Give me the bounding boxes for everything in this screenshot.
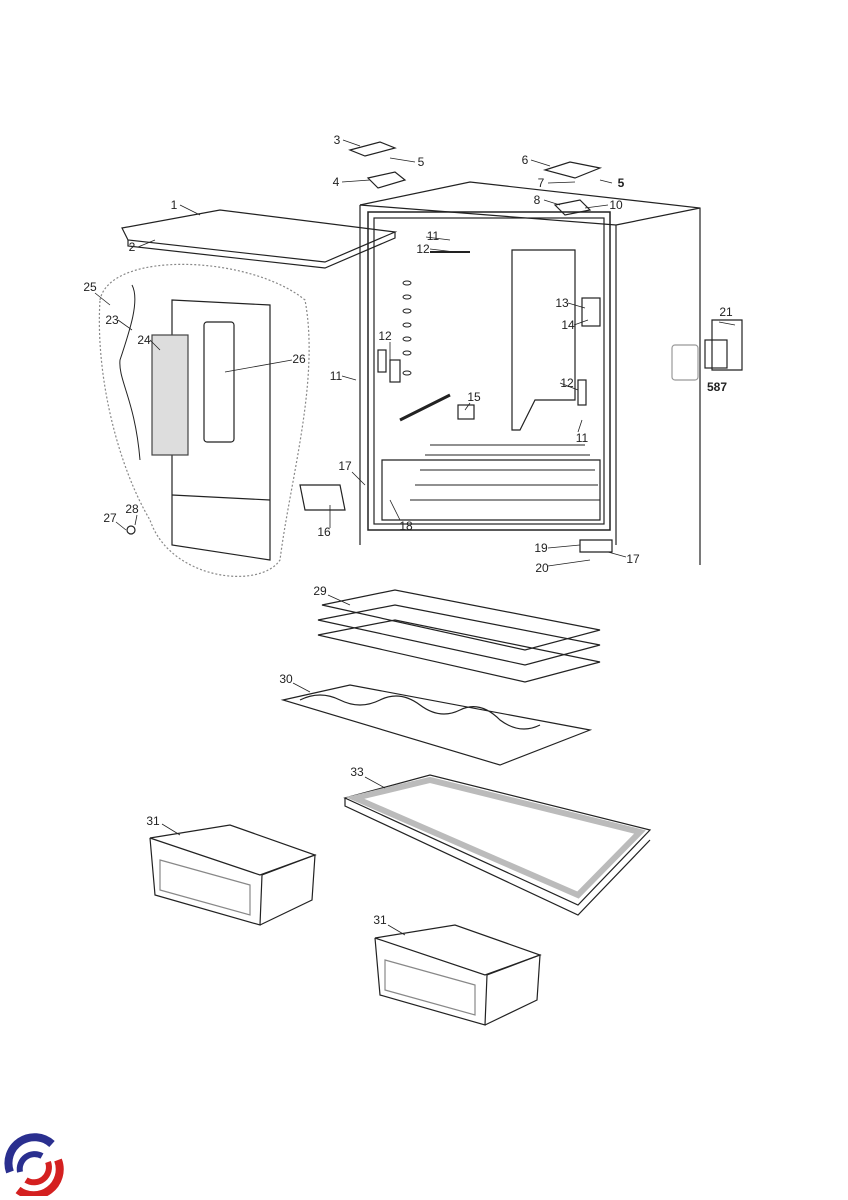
callout-27: 27 bbox=[103, 511, 117, 525]
callout-33: 33 bbox=[350, 765, 364, 779]
callout-25: 25 bbox=[83, 280, 97, 294]
callout-28: 28 bbox=[125, 502, 139, 516]
callout-30: 30 bbox=[279, 672, 293, 686]
callout-16: 16 bbox=[317, 525, 331, 539]
crisper-cover bbox=[343, 774, 652, 916]
callout-8: 8 bbox=[533, 193, 541, 207]
callout-14: 14 bbox=[561, 318, 575, 332]
top-cover bbox=[121, 209, 398, 269]
callout-10: 10 bbox=[609, 198, 623, 212]
callout-31: 31 bbox=[146, 814, 160, 828]
callout-26: 26 bbox=[292, 352, 306, 366]
cabinet bbox=[359, 181, 743, 565]
callout-17: 17 bbox=[338, 459, 352, 473]
callout-7: 7 bbox=[537, 176, 545, 190]
callout-1: 1 bbox=[170, 198, 178, 212]
callout-29: 29 bbox=[313, 584, 327, 598]
callout-6: 6 bbox=[521, 153, 529, 167]
hinge-part-3 bbox=[348, 141, 397, 157]
callout-20: 20 bbox=[535, 561, 549, 575]
callout-19: 19 bbox=[534, 541, 548, 555]
callout-17: 17 bbox=[626, 552, 640, 566]
crisper-drawer-left bbox=[149, 824, 317, 926]
hinge-part-6 bbox=[542, 161, 603, 179]
crisper-drawer-right bbox=[374, 924, 542, 1026]
callout-12: 12 bbox=[378, 329, 392, 343]
callout-12: 12 bbox=[416, 242, 430, 256]
brand-logo bbox=[4, 1133, 64, 1196]
callout-15: 15 bbox=[467, 390, 481, 404]
callout-4: 4 bbox=[332, 175, 340, 189]
callout-11: 11 bbox=[575, 431, 589, 445]
glass-shelves bbox=[317, 589, 601, 683]
shelf-supports bbox=[402, 280, 412, 376]
callout-3: 3 bbox=[333, 133, 341, 147]
callout-12: 12 bbox=[560, 376, 574, 390]
callout-2: 2 bbox=[128, 240, 136, 254]
wine-rack bbox=[280, 684, 593, 766]
callout-11: 11 bbox=[329, 369, 343, 383]
callout-13: 13 bbox=[555, 296, 569, 310]
callout-18: 18 bbox=[399, 519, 413, 533]
callout-587: 587 bbox=[706, 380, 728, 394]
callout-23: 23 bbox=[105, 313, 119, 327]
door-liner bbox=[119, 284, 346, 561]
hinge-part-4 bbox=[366, 171, 407, 189]
callout-24: 24 bbox=[137, 333, 151, 347]
callout-5: 5 bbox=[417, 155, 425, 169]
leader-lines bbox=[94, 139, 736, 936]
callout-21: 21 bbox=[719, 305, 733, 319]
door-group-outline bbox=[98, 263, 310, 577]
callout-11: 11 bbox=[426, 229, 440, 243]
hinge-part-10 bbox=[553, 199, 592, 216]
callout-31: 31 bbox=[373, 913, 387, 927]
callout-5: 5 bbox=[617, 176, 625, 190]
